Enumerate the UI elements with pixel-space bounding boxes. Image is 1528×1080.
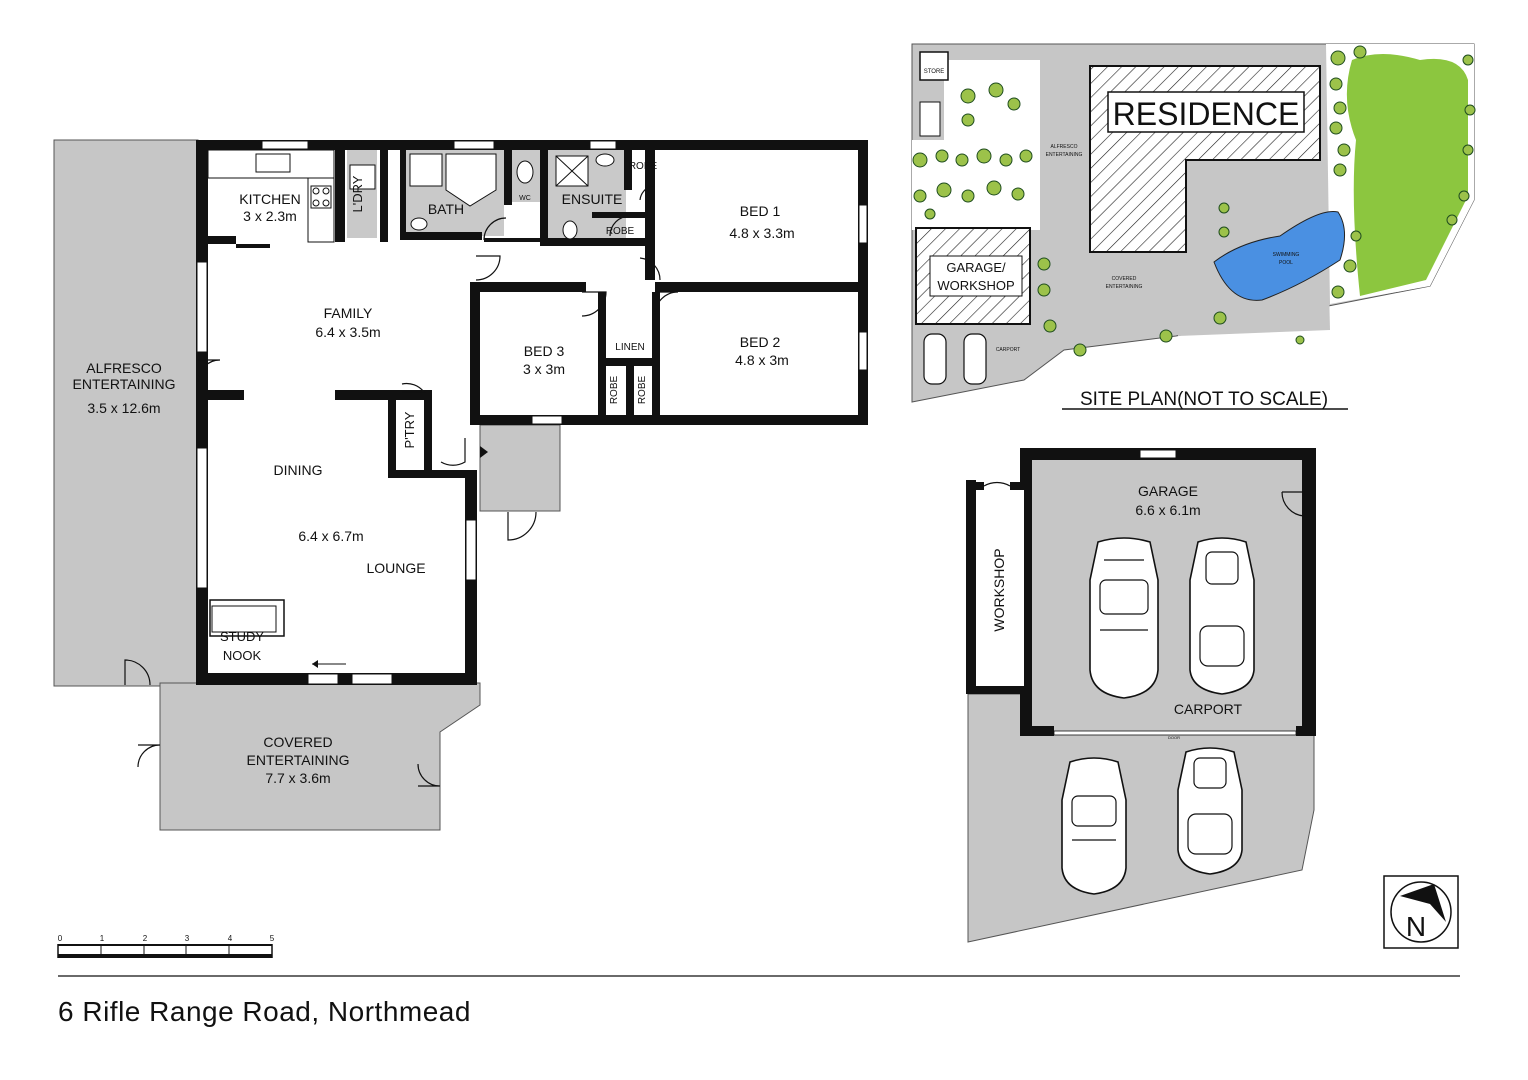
scale-tick-2: 2 <box>143 934 148 943</box>
family-size: 6.4 x 3.5m <box>315 324 380 340</box>
scale-tick-5: 5 <box>270 934 275 943</box>
site-covered-label-2: ENTERTAINING <box>1106 284 1143 290</box>
site-store-label: STORE <box>924 69 945 75</box>
north-arrow: N <box>1383 875 1459 949</box>
laundry-label: L'DRY <box>350 175 365 212</box>
garage-label: GARAGE <box>1138 483 1198 499</box>
covered-label-2: ENTERTAINING <box>247 752 350 768</box>
wc-label: WC <box>519 195 531 202</box>
property-address: 6 Rifle Range Road, Northmead <box>58 996 471 1027</box>
site-garage-label: GARAGE/ <box>946 260 1006 275</box>
carport-car-1 <box>1061 757 1127 895</box>
carport-label: CARPORT <box>1174 701 1243 717</box>
ensuite-label: ENSUITE <box>562 191 623 207</box>
scale-tick-4: 4 <box>228 934 233 943</box>
family-label: FAMILY <box>324 305 373 321</box>
carport-car-2 <box>1177 747 1243 875</box>
site-shrubs <box>912 45 1476 357</box>
robe-bed2-label: ROBE <box>637 376 648 405</box>
lounge-label: LOUNGE <box>366 560 425 576</box>
bed1-size: 4.8 x 3.3m <box>729 225 794 241</box>
scale-tick-1: 1 <box>100 934 105 943</box>
covered-size: 7.7 x 3.6m <box>265 770 330 786</box>
bath-label: BATH <box>428 201 464 217</box>
dining-label: DINING <box>274 462 323 478</box>
scale-tick-0: 0 <box>58 934 63 943</box>
dining-lounge-size: 6.4 x 6.7m <box>298 528 363 544</box>
bed2-size: 4.8 x 3m <box>735 352 789 368</box>
linen-label: LINEN <box>615 342 644 353</box>
garage-car-2 <box>1189 537 1255 695</box>
site-residence-label: RESIDENCE <box>1113 96 1300 132</box>
entry-porch-area <box>479 424 561 512</box>
robe-bed3-label: ROBE <box>609 376 620 405</box>
covered-label: COVERED <box>263 734 332 750</box>
site-pool-label: SWIMMING <box>1273 252 1300 258</box>
garage-plan: GARAGE 6.6 x 6.1m WORKSHOP CARPORT DOOR <box>966 448 1316 943</box>
nook-label: NOOK <box>223 648 262 663</box>
robe-ensuite-top-label: ROBE <box>629 161 658 172</box>
bed3-size: 3 x 3m <box>523 361 565 377</box>
covered-entertaining-area <box>159 682 481 831</box>
study-label: STUDY <box>220 629 264 644</box>
site-pool-label-2: POOL <box>1279 260 1293 266</box>
site-carport-label: CARPORT <box>996 347 1020 353</box>
bed1-label: BED 1 <box>740 203 781 219</box>
site-plan-title: SITE PLAN(NOT TO SCALE) <box>1080 389 1328 410</box>
site-covered-label: COVERED <box>1112 276 1137 282</box>
site-alfresco-label-2: ENTERTAINING <box>1046 152 1083 158</box>
scale-tick-3: 3 <box>185 934 190 943</box>
site-alfresco-label: ALFRESCO <box>1051 144 1078 150</box>
site-plan: RESIDENCE GARAGE/ WORKSHOP STORE ALFRESC… <box>911 43 1476 410</box>
door-label: DOOR <box>1168 735 1180 740</box>
garage-car-1 <box>1089 537 1159 699</box>
site-workshop-label: WORKSHOP <box>937 278 1014 293</box>
robe-ensuite-bottom-label: ROBE <box>606 226 635 237</box>
alfresco-area <box>53 139 199 687</box>
garage-size: 6.6 x 6.1m <box>1135 502 1200 518</box>
pantry-label: P'TRY <box>402 411 417 448</box>
workshop-label: WORKSHOP <box>991 548 1007 631</box>
kitchen-label: KITCHEN <box>239 191 300 207</box>
scale-bar: 0 1 2 3 4 5 <box>57 934 275 958</box>
bed2-label: BED 2 <box>740 334 781 350</box>
kitchen-size: 3 x 2.3m <box>243 208 297 224</box>
north-arrow-letter: N <box>1406 911 1426 942</box>
bed3-label: BED 3 <box>524 343 565 359</box>
alfresco-size: 3.5 x 12.6m <box>87 400 160 416</box>
